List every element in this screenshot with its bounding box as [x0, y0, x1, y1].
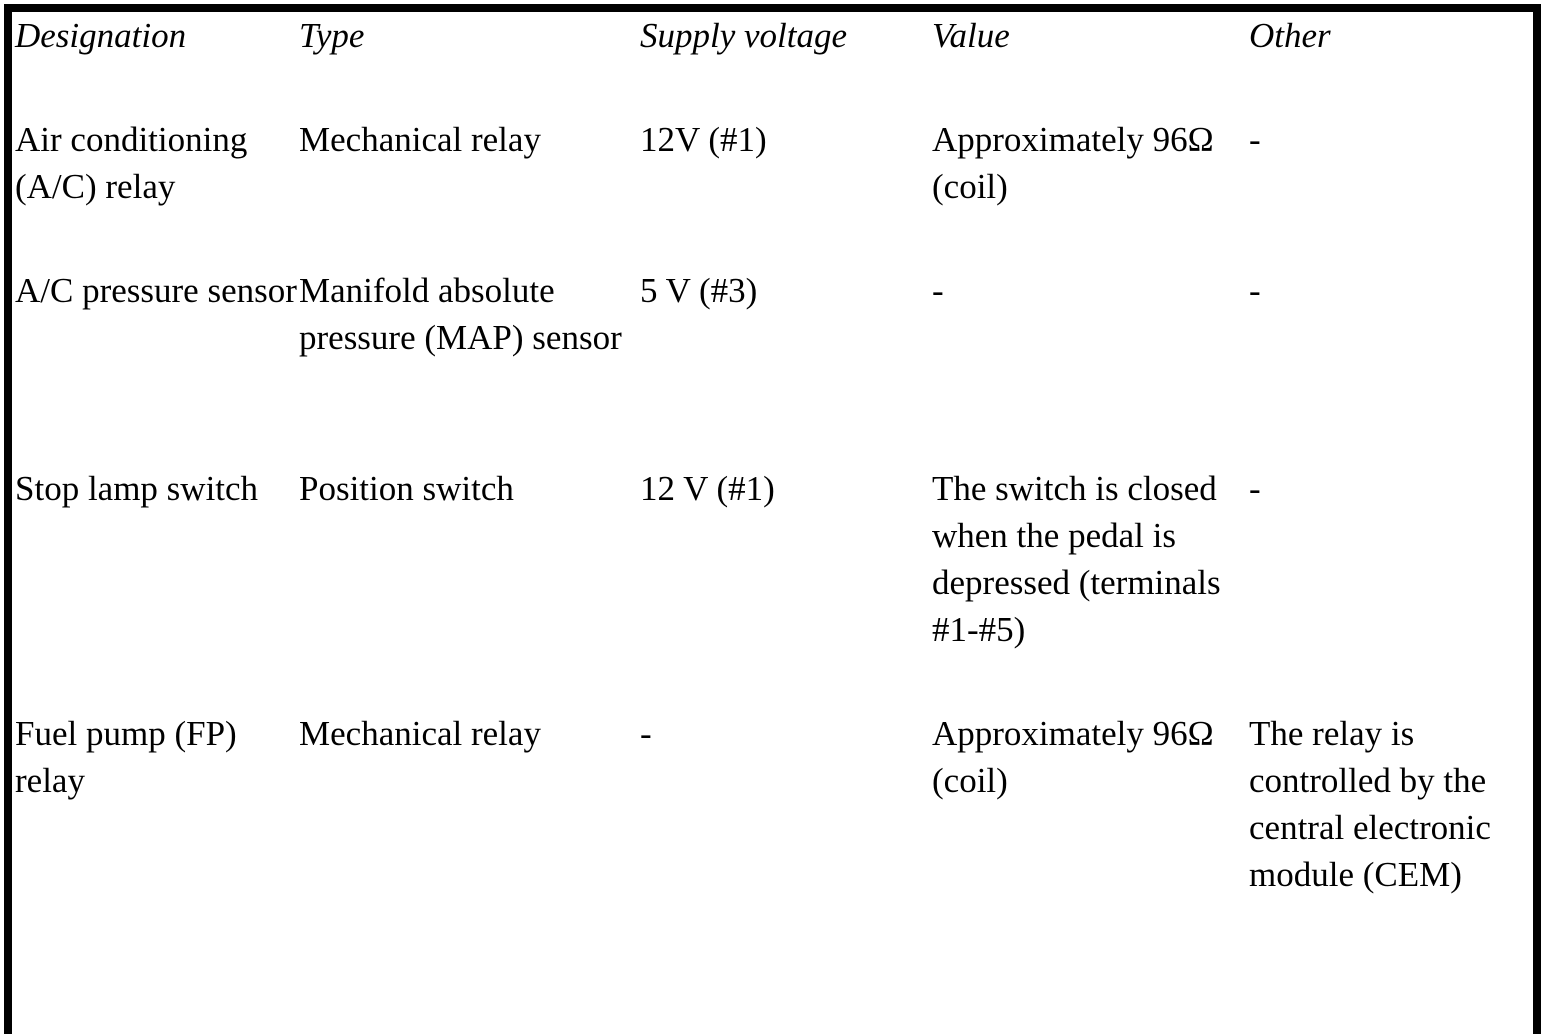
header-supply-voltage: Supply voltage	[640, 16, 848, 55]
cell-value: Approximately 96Ω (coil)	[932, 120, 1214, 206]
cell-designation: A/C pressure sensor	[15, 271, 297, 310]
cell-other: -	[1249, 120, 1261, 159]
cell-type: Manifold absolute pressure (MAP) sensor	[299, 271, 622, 357]
cell-type: Mechanical relay	[299, 120, 541, 159]
cell-value: The switch is closed when the pedal is d…	[932, 469, 1221, 649]
cell-supply-voltage: 12V (#1)	[640, 120, 767, 159]
cell-other: -	[1249, 469, 1261, 508]
cell-other: -	[1249, 271, 1261, 310]
cell-type: Mechanical relay	[299, 714, 541, 753]
cell-designation: Air conditioning (A/C) relay	[15, 120, 248, 206]
header-type: Type	[299, 16, 365, 55]
header-designation: Designation	[15, 16, 187, 55]
cell-value: Approximately 96Ω (coil)	[932, 714, 1214, 800]
cell-supply-voltage: -	[640, 714, 652, 753]
header-value: Value	[932, 16, 1010, 55]
cell-supply-voltage: 12 V (#1)	[640, 469, 775, 508]
table-header-row: Designation Type Supply voltage Value Ot…	[15, 12, 1540, 116]
table-row: Fuel pump (FP) relay Mechanical relay - …	[15, 710, 1540, 950]
cell-other: The relay is controlled by the central e…	[1249, 714, 1491, 894]
cell-type: Position switch	[299, 469, 514, 508]
cell-designation: Fuel pump (FP) relay	[15, 714, 237, 800]
cell-designation: Stop lamp switch	[15, 469, 259, 508]
cell-supply-voltage: 5 V (#3)	[640, 271, 758, 310]
header-other: Other	[1249, 16, 1331, 55]
table-border	[4, 4, 1541, 1034]
cell-value: -	[932, 271, 944, 310]
table-row: Stop lamp switch Position switch 12 V (#…	[15, 465, 1540, 710]
table-row: A/C pressure sensor Manifold absolute pr…	[15, 267, 1540, 465]
table-row: Air conditioning (A/C) relay Mechanical …	[15, 116, 1540, 267]
component-table: Designation Type Supply voltage Value Ot…	[15, 12, 1540, 950]
